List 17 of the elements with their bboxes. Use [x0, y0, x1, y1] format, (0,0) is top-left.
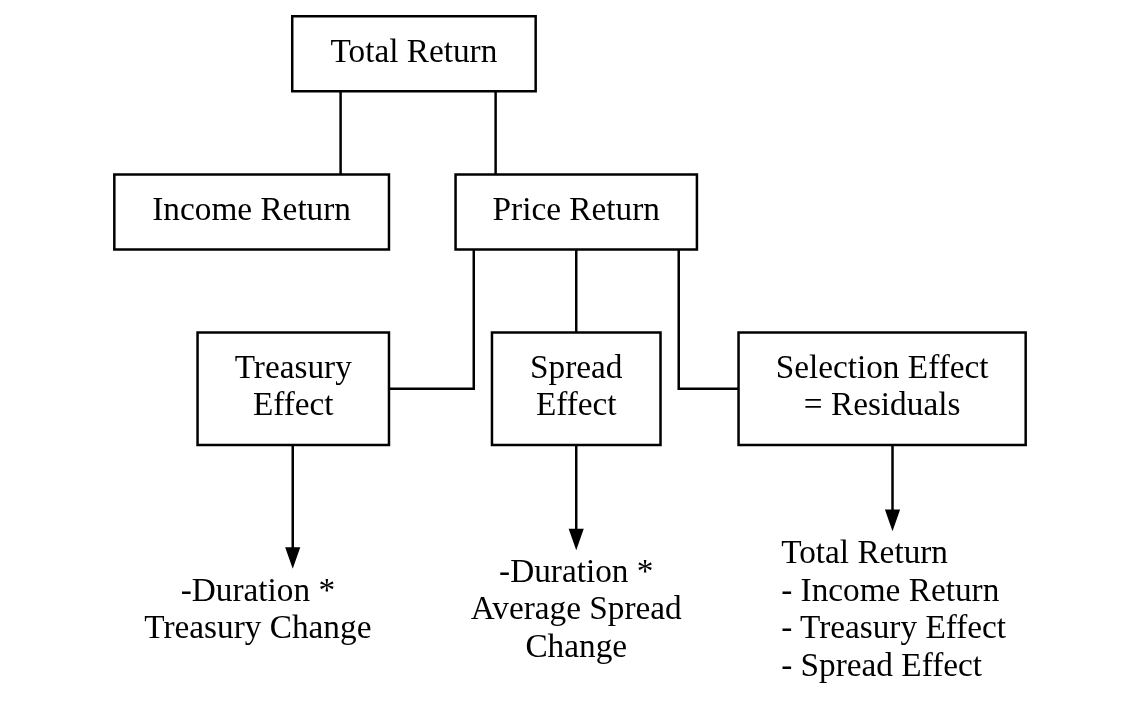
node-box: Income Return	[112, 173, 390, 251]
node-text: Total Return - Income Return - Treasury Effect - Spread Effect	[780, 533, 1006, 683]
connector	[574, 249, 577, 333]
arrow	[568, 444, 584, 551]
node-box: Selection Effect = Residuals	[736, 331, 1027, 447]
arrow	[284, 444, 300, 569]
node-box: Total Return	[290, 15, 537, 93]
connector	[493, 91, 497, 175]
node-box: Price Return	[453, 173, 698, 251]
connector	[338, 91, 342, 175]
node-text: -Duration * Average Spread Change	[470, 551, 682, 664]
connector	[676, 249, 738, 391]
node-box: Treasury Effect	[195, 331, 390, 447]
node-box: Spread Effect	[490, 331, 662, 447]
node-text: -Duration * Treasury Change	[143, 570, 371, 646]
connector	[388, 249, 475, 391]
arrow	[884, 444, 900, 532]
